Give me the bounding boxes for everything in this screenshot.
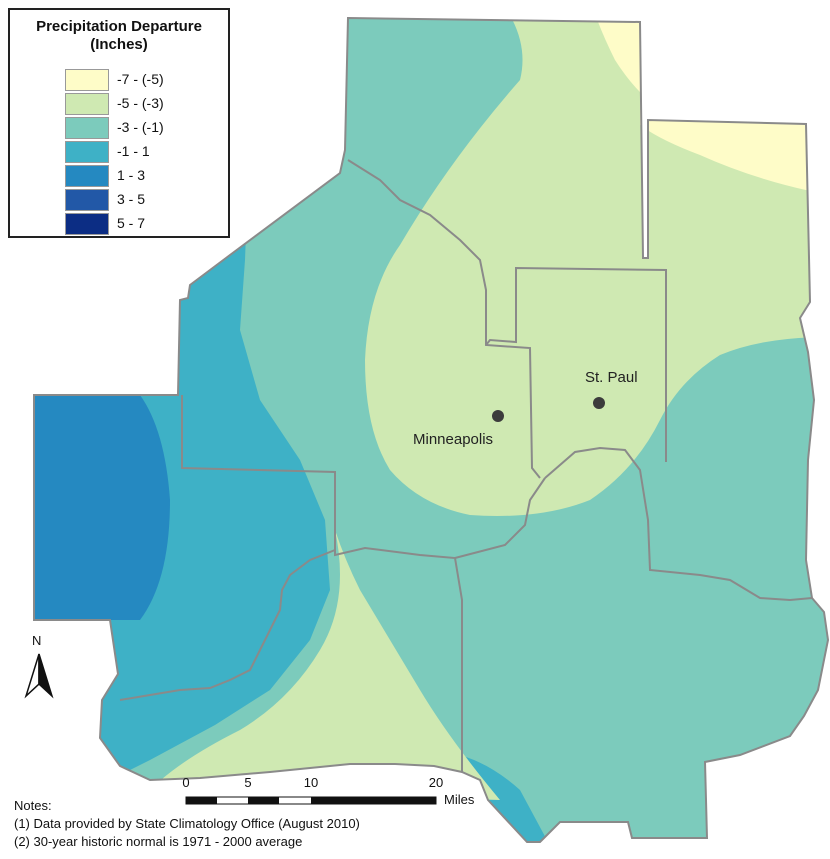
scale-label-10: 10 <box>303 775 319 790</box>
legend-label: -7 - (-5) <box>117 71 164 87</box>
scale-label-20: 20 <box>428 775 444 790</box>
minneapolis-dot <box>492 410 504 422</box>
river <box>119 549 336 701</box>
scale-bar <box>185 796 437 805</box>
notes: Notes: (1) Data provided by State Climat… <box>14 797 360 851</box>
legend-swatch <box>65 165 109 187</box>
notes-line-2: (2) 30-year historic normal is 1971 - 20… <box>14 834 303 849</box>
legend-swatch <box>65 117 109 139</box>
st-paul-dot <box>593 397 605 409</box>
legend-swatch <box>65 213 109 235</box>
legend-label: -1 - 1 <box>117 143 150 159</box>
scale-label-5: 5 <box>244 775 252 790</box>
zone-1-to-3 <box>34 395 170 620</box>
legend-swatch <box>65 69 109 91</box>
scale-unit-label: Miles <box>444 792 475 807</box>
legend-title-text: Precipitation Departure <box>36 18 202 35</box>
region-outline <box>33 16 830 843</box>
legend-label: 1 - 3 <box>117 167 146 183</box>
scale-label-0: 0 <box>182 775 190 790</box>
north-arrow-icon <box>24 653 54 699</box>
north-label: N <box>32 633 42 648</box>
legend-swatch <box>65 141 109 163</box>
zone-minus5-to-minus3-southwest <box>150 530 500 800</box>
legend-label: -3 - (-1) <box>117 119 164 135</box>
st-paul-label: St. Paul <box>585 369 638 386</box>
legend: Precipitation Departure (Inches) -7 - (-… <box>8 8 230 238</box>
legend-swatch <box>65 189 109 211</box>
legend-label: 5 - 7 <box>117 215 146 231</box>
legend-swatch <box>65 93 109 115</box>
legend-label: 3 - 5 <box>117 191 146 207</box>
county-boundaries <box>181 159 813 772</box>
notes-heading: Notes: <box>14 798 52 813</box>
minneapolis-label: Minneapolis <box>413 431 494 448</box>
legend-title: Precipitation Departure (Inches) <box>10 18 228 54</box>
legend-subtitle: (Inches) <box>90 36 148 53</box>
notes-line-1: (1) Data provided by State Climatology O… <box>14 816 360 831</box>
legend-label: -5 - (-3) <box>117 95 164 111</box>
zone-minus7-to-minus5-northeast <box>640 110 828 195</box>
